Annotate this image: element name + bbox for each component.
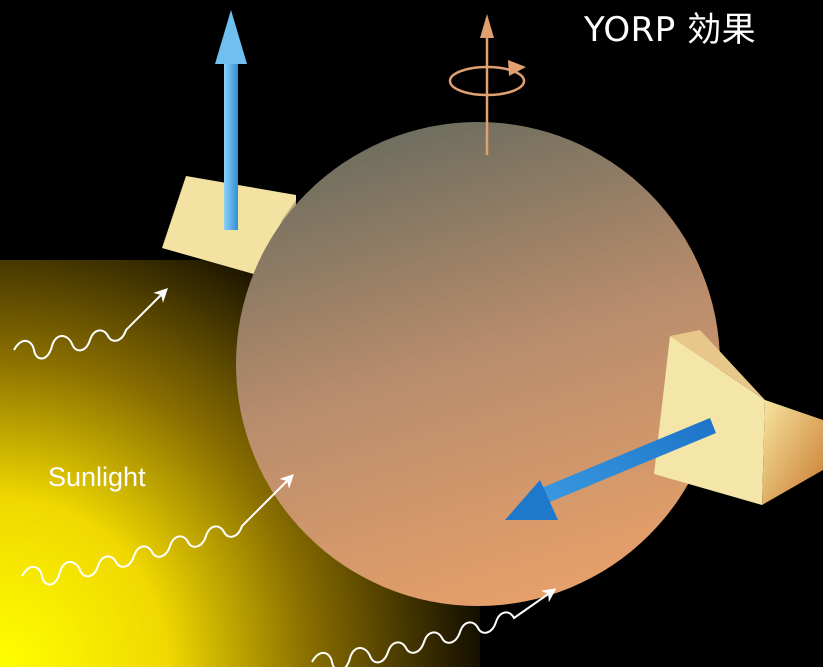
recoil-arrow-icon bbox=[505, 418, 716, 520]
right-panel bbox=[654, 330, 823, 505]
thrust-arrow-icon bbox=[215, 10, 247, 230]
sunlight-label: Sunlight bbox=[48, 462, 146, 492]
light-ray-2 bbox=[21, 474, 294, 586]
diagram-title: YORP 効果 bbox=[584, 10, 757, 50]
rotation-arrow-icon bbox=[448, 65, 526, 97]
light-ray-3 bbox=[311, 588, 557, 667]
light-ray-1 bbox=[13, 288, 168, 360]
asteroid-body bbox=[236, 122, 720, 606]
spin-axis bbox=[448, 14, 526, 155]
light-ray-icon bbox=[13, 288, 557, 667]
